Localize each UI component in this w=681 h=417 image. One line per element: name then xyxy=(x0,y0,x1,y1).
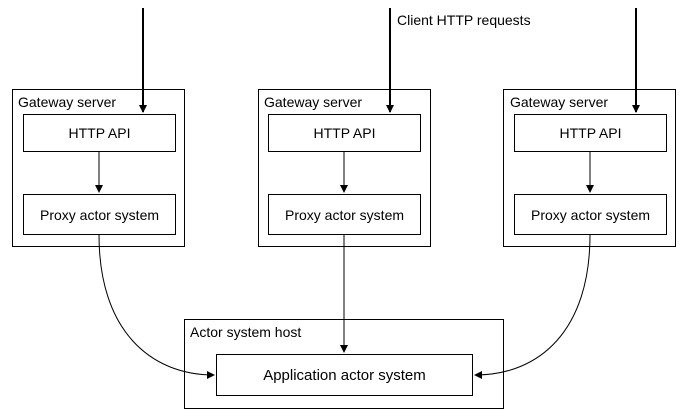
http-api-3: HTTP API xyxy=(514,114,667,152)
client-requests-label: Client HTTP requests xyxy=(397,12,531,28)
proxy-actor-system-2-label: Proxy actor system xyxy=(284,206,405,223)
http-api-2: HTTP API xyxy=(268,114,421,152)
proxy-to-app-curve-1 xyxy=(98,234,215,379)
proxy-actor-system-1-label: Proxy actor system xyxy=(39,206,160,223)
application-actor-system: Application actor system xyxy=(216,354,473,396)
http-api-3-label: HTTP API xyxy=(559,125,622,141)
gateway-server-1-title: Gateway server xyxy=(18,94,117,110)
application-actor-system-label: Application actor system xyxy=(263,366,426,384)
proxy-actor-system-3-label: Proxy actor system xyxy=(530,206,651,223)
http-api-2-label: HTTP API xyxy=(313,125,376,141)
gateway-server-3-title: Gateway server xyxy=(510,94,609,110)
proxy-actor-system-2: Proxy actor system xyxy=(268,194,421,235)
http-api-1: HTTP API xyxy=(23,114,176,152)
proxy-actor-system-1: Proxy actor system xyxy=(23,194,176,235)
proxy-actor-system-3: Proxy actor system xyxy=(514,194,667,235)
actor-system-host-title: Actor system host xyxy=(190,324,302,340)
proxy-to-app-curve-3 xyxy=(474,234,591,379)
http-api-1-label: HTTP API xyxy=(68,125,131,141)
gateway-server-2-title: Gateway server xyxy=(264,94,363,110)
